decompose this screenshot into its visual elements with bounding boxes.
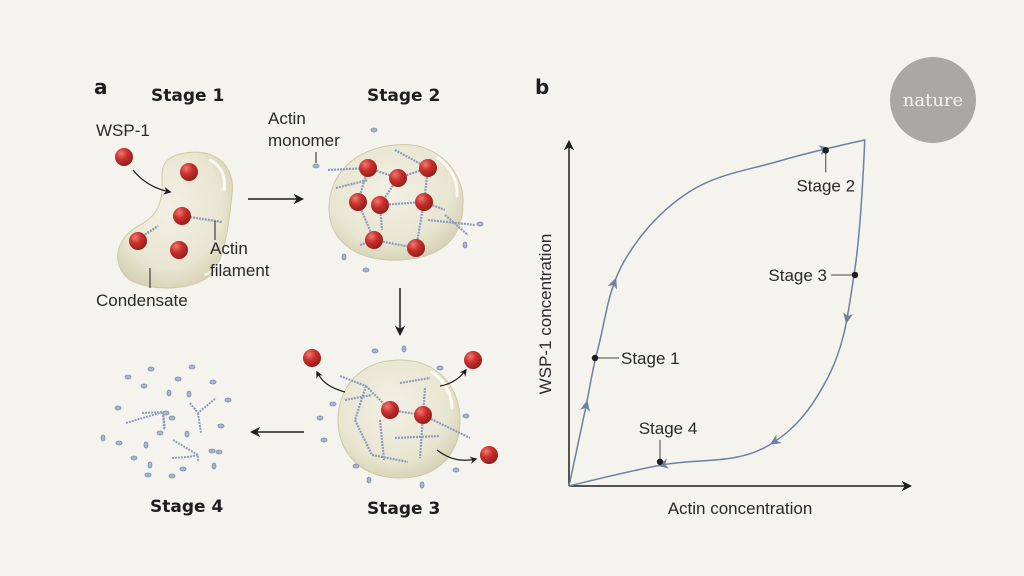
condensate-label: Condensate xyxy=(96,291,188,310)
panel-b-label: b xyxy=(535,75,549,99)
actin-monomers xyxy=(100,364,232,479)
wsp1-released xyxy=(464,351,482,369)
direction-arrow xyxy=(607,277,618,290)
nature-logo-badge xyxy=(890,57,976,143)
wsp1-molecule xyxy=(365,231,383,249)
wsp1-molecule xyxy=(407,239,425,257)
stage-3: Stage 3 xyxy=(303,345,498,519)
wsp1-molecule xyxy=(415,193,433,211)
series-line-cycle xyxy=(568,139,866,487)
stage-4-title: Stage 4 xyxy=(150,497,223,517)
panel-b: b nature Actin concentration WSP-1 conce… xyxy=(535,57,976,518)
wsp1-molecule xyxy=(173,207,191,225)
wsp1-molecule xyxy=(359,159,377,177)
actin-monomer-label-1: Actin xyxy=(268,109,306,128)
wsp1-molecules xyxy=(303,349,498,464)
direction-arrow xyxy=(769,434,782,445)
stage-2-title: Stage 2 xyxy=(367,86,440,106)
actin-monomer xyxy=(312,163,320,169)
wsp1-molecule xyxy=(170,241,188,259)
nature-logo: nature xyxy=(890,57,976,143)
wsp1-molecules xyxy=(115,148,198,259)
stage-1-title: Stage 1 xyxy=(151,86,224,106)
actin-filament-label-1: Actin xyxy=(210,239,248,258)
wsp1-label: WSP-1 xyxy=(96,121,150,140)
wsp1-free xyxy=(115,148,133,166)
actin-monomers xyxy=(341,127,484,273)
x-axis-label: Actin concentration xyxy=(668,499,813,518)
wsp1-molecule xyxy=(389,169,407,187)
panel-a-label: a xyxy=(94,75,108,99)
chart-axes: Actin concentration WSP-1 concentration xyxy=(536,139,913,518)
direction-arrow xyxy=(843,312,854,324)
wsp1-molecule xyxy=(414,406,432,424)
wsp1-molecule xyxy=(180,163,198,181)
stage-2: Stage 2 Actin monomer xyxy=(268,86,484,273)
stage-point xyxy=(822,147,829,154)
wsp1-molecule xyxy=(371,196,389,214)
stage-3-title: Stage 3 xyxy=(367,499,440,519)
nature-logo-text: nature xyxy=(903,90,963,111)
y-axis-label: WSP-1 concentration xyxy=(536,234,555,395)
actin-fragments xyxy=(125,397,217,462)
wsp1-molecules xyxy=(349,159,437,257)
entry-arrow xyxy=(132,169,172,195)
stage-point xyxy=(656,458,664,465)
stage-1: Stage 1 WSP-1 Actin filament Condensate xyxy=(96,86,270,310)
direction-arrow xyxy=(657,458,669,469)
stage-annotation-label: Stage 1 xyxy=(621,349,680,368)
actin-filament-label-2: filament xyxy=(210,261,270,280)
stage-annotation-label: Stage 2 xyxy=(796,176,855,195)
stage-annotation-label: Stage 3 xyxy=(768,266,827,285)
stage-4: Stage 4 xyxy=(100,364,232,517)
wsp1-molecule xyxy=(129,232,147,250)
release-arrow xyxy=(439,368,467,387)
wsp1-molecule xyxy=(381,401,399,419)
direction-arrow xyxy=(580,399,591,412)
wsp1-released xyxy=(303,349,321,367)
release-arrow xyxy=(436,449,478,464)
actin-monomers xyxy=(316,345,470,489)
wsp1-released xyxy=(480,446,498,464)
stage-annotation-label: Stage 4 xyxy=(639,419,698,438)
stage-point xyxy=(591,354,599,362)
actin-monomer-label-2: monomer xyxy=(268,131,340,150)
panel-a: a Stage 1 WSP-1 Actin filament xyxy=(94,75,498,519)
wsp1-molecule xyxy=(349,193,367,211)
wsp1-molecule xyxy=(419,159,437,177)
stage-point xyxy=(851,271,859,279)
plot-area: Stage 1 Stage 2 Stage 3 Stage 4 xyxy=(568,139,866,487)
release-arrow xyxy=(316,370,346,393)
